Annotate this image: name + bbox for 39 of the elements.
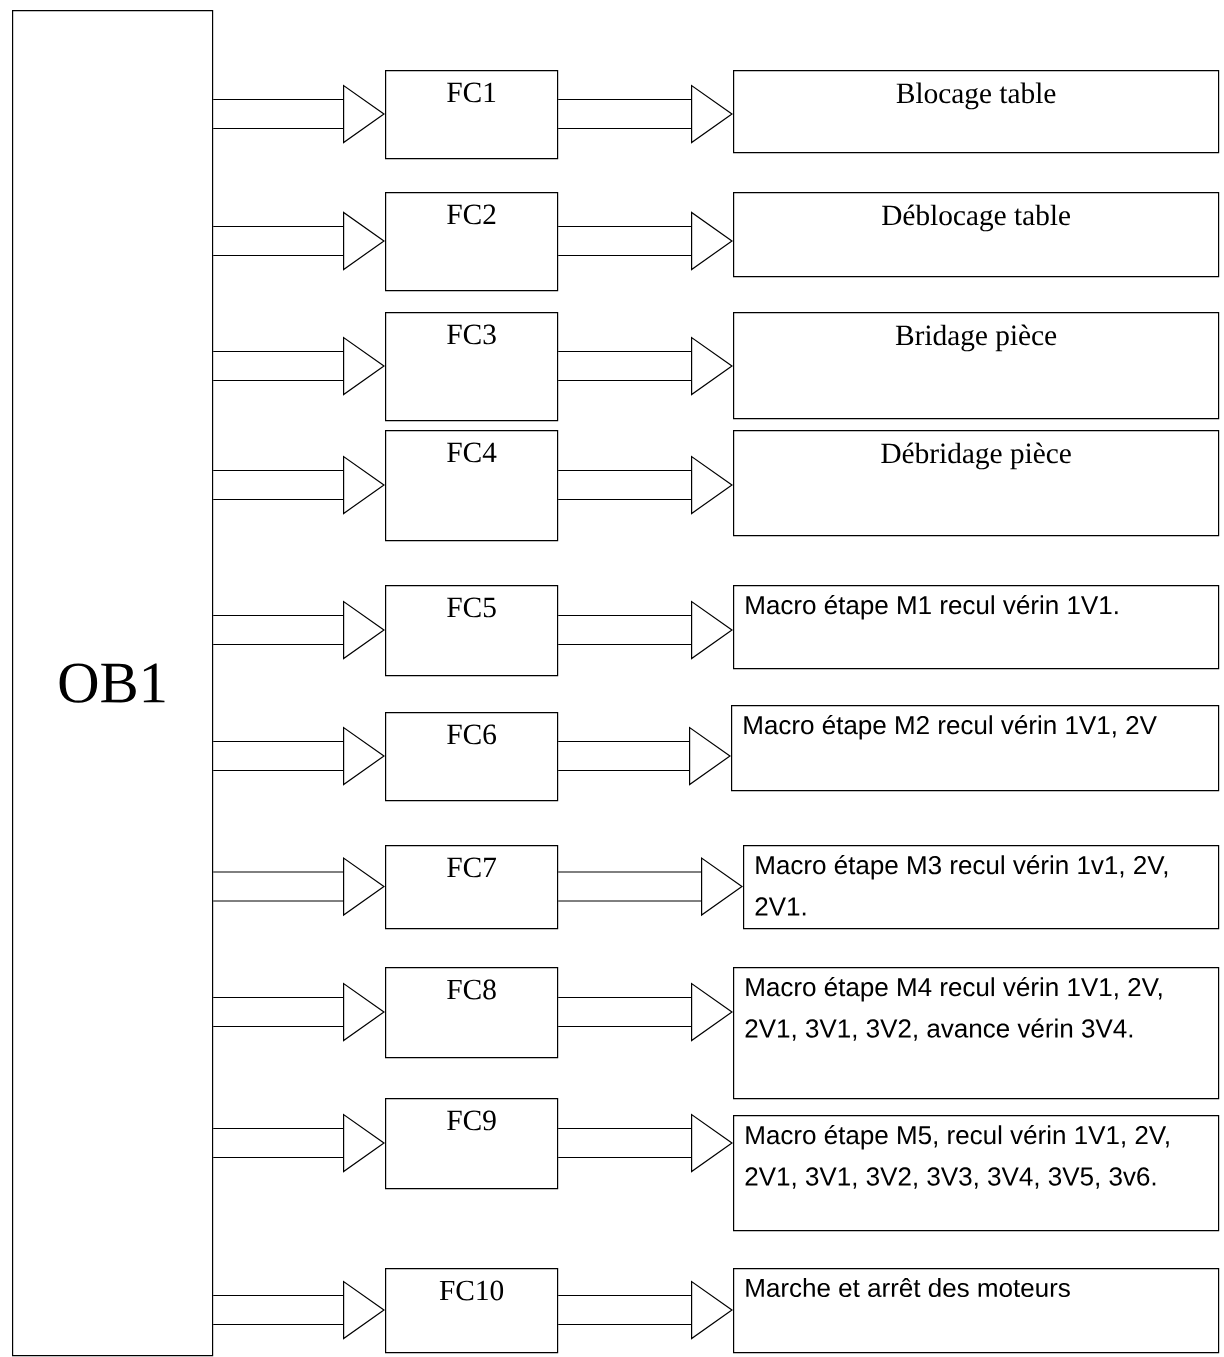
- block-arrow: [558, 455, 733, 515]
- function-box: FC6: [385, 712, 559, 802]
- function-box: FC3: [385, 312, 559, 422]
- block-arrow: [558, 982, 733, 1042]
- function-box: FC1: [385, 70, 559, 160]
- description-box: Blocage table: [733, 70, 1220, 154]
- description-box: Macro étape M4 recul vérin 1V1, 2V, 2V1, 3V1, 3V2, avance vérin 3V4.: [733, 967, 1220, 1100]
- block-arrow: [558, 600, 733, 660]
- description-box: Macro étape M3 recul vérin 1v1, 2V, 2V1.: [743, 845, 1220, 930]
- block-arrow: [213, 455, 385, 515]
- description-box: Marche et arrêt des moteurs: [733, 1268, 1220, 1354]
- description-box: Macro étape M1 recul vérin 1V1.: [733, 585, 1220, 670]
- description-box: Bridage pièce: [733, 312, 1220, 420]
- block-arrow: [213, 1280, 385, 1340]
- block-arrow: [558, 1280, 733, 1340]
- description-box: Déblocage table: [733, 192, 1220, 278]
- function-box: FC4: [385, 430, 559, 542]
- block-arrow: [558, 211, 733, 271]
- function-box: FC5: [385, 585, 559, 677]
- function-box: FC7: [385, 845, 559, 930]
- description-box: Débridage pièce: [733, 430, 1220, 537]
- program-block: OB1: [12, 10, 214, 1357]
- block-arrow: [213, 84, 385, 144]
- block-arrow: [558, 336, 733, 396]
- block-arrow: [213, 336, 385, 396]
- function-box: FC2: [385, 192, 559, 292]
- block-arrow: [558, 1113, 733, 1173]
- block-arrow: [213, 1113, 385, 1173]
- function-box: FC10: [385, 1268, 559, 1354]
- block-arrow: [213, 726, 385, 786]
- function-box: FC9: [385, 1098, 559, 1190]
- block-arrow: [213, 211, 385, 271]
- block-arrow: [558, 84, 733, 144]
- block-arrow: [213, 600, 385, 660]
- description-box: Macro étape M5, recul vérin 1V1, 2V, 2V1, 3V1, 3V2, 3V3, 3V4, 3V5, 3v6.: [733, 1115, 1220, 1232]
- function-box: FC8: [385, 967, 559, 1059]
- description-box: Macro étape M2 recul vérin 1V1, 2V: [731, 705, 1220, 792]
- block-arrow: [213, 982, 385, 1042]
- block-arrow: [558, 726, 731, 786]
